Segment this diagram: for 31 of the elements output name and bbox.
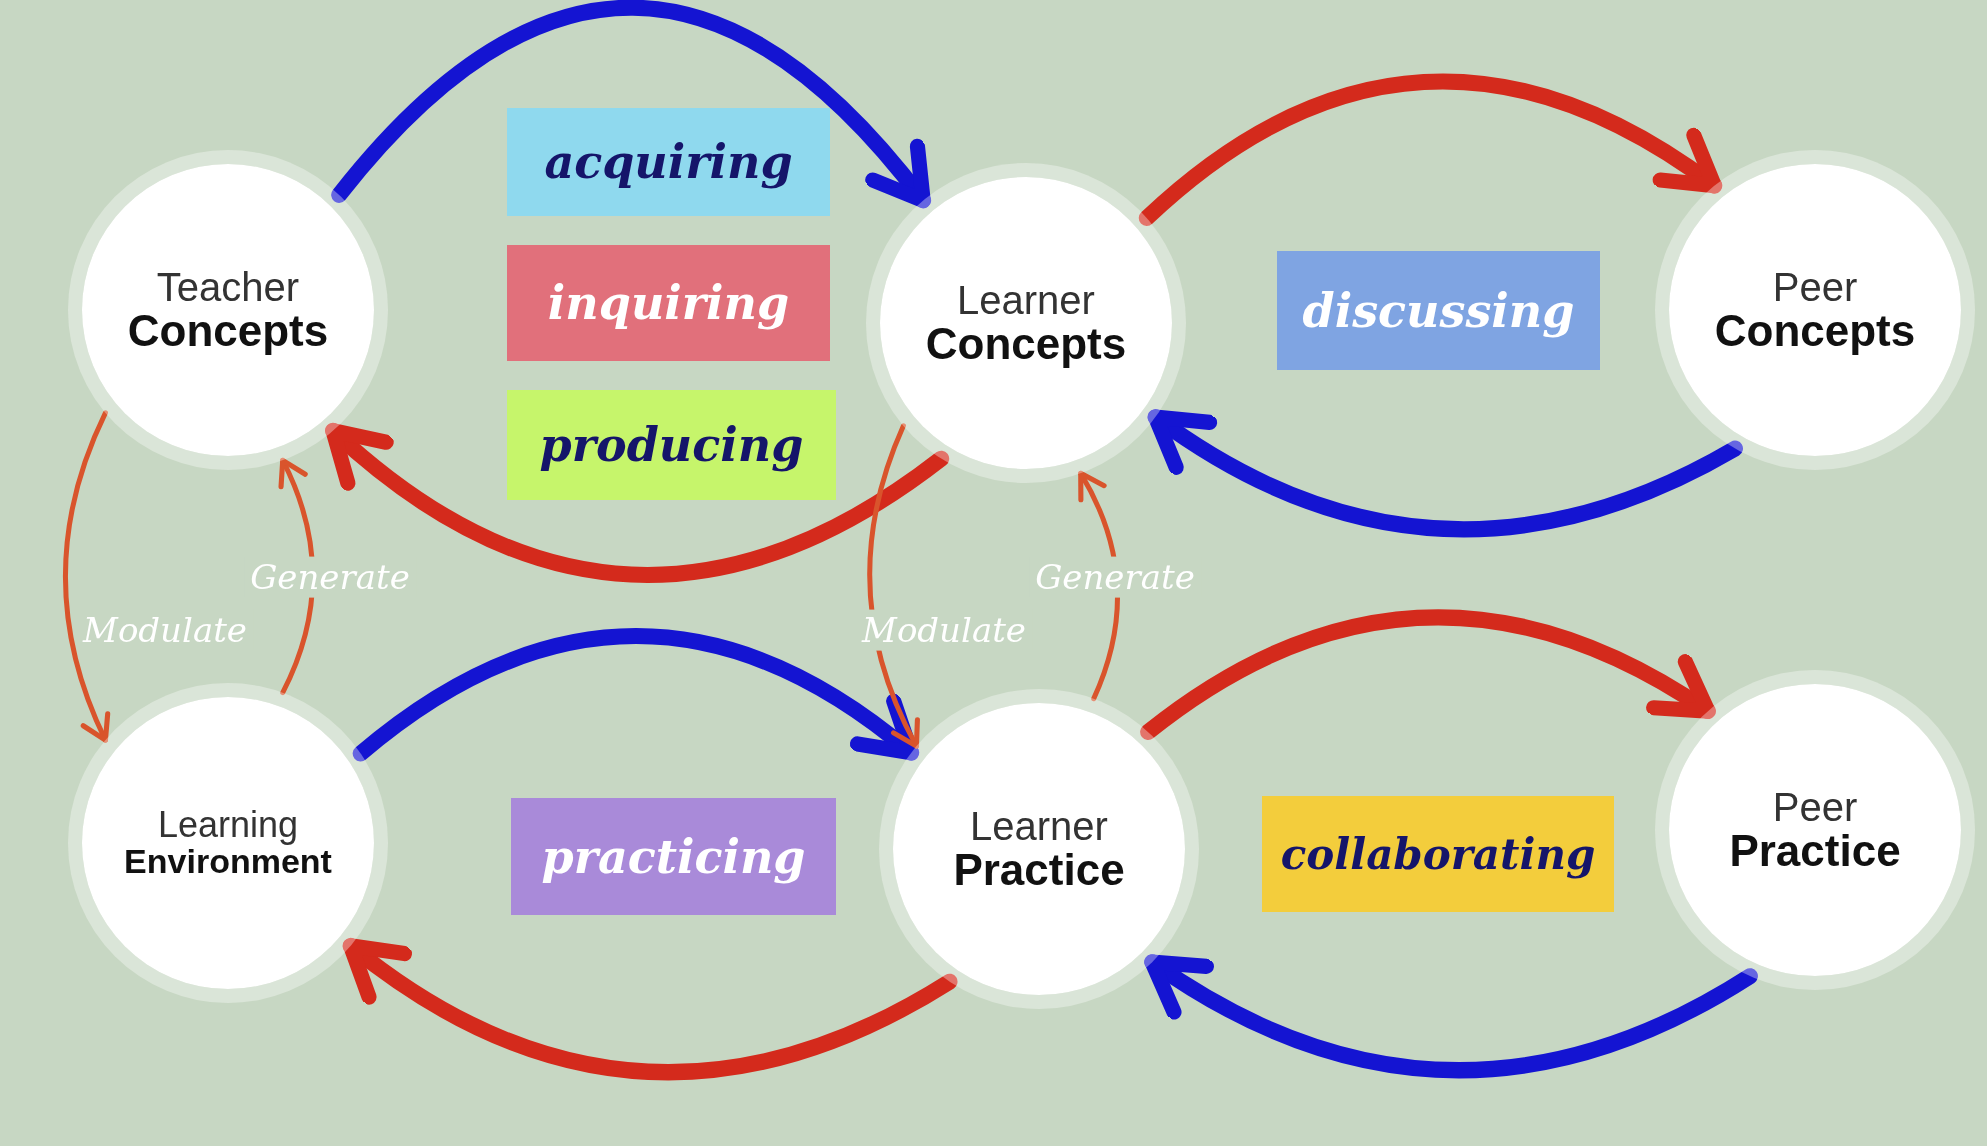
activity-text: acquiring — [544, 135, 793, 189]
curved-arrow — [331, 0, 932, 209]
circle-title: Environment — [124, 844, 332, 880]
activity-label — [1262, 796, 1614, 912]
curved-arrow — [342, 937, 958, 1080]
curved-arrow — [867, 423, 921, 749]
activity-label — [507, 108, 830, 216]
activity-label — [507, 245, 830, 361]
circle-heading: Peer — [1772, 785, 1858, 828]
circle-title: Concepts — [1714, 307, 1916, 355]
activity-text: practicing — [541, 829, 806, 884]
curved-arrow — [324, 422, 950, 583]
circle-title: Practice — [1729, 827, 1901, 875]
circle-heading: Learning — [157, 806, 299, 845]
activity-text: producing — [539, 418, 804, 472]
activity-text: collaborating — [1280, 829, 1596, 879]
circle-title: Concepts — [127, 307, 329, 355]
curved-arrow — [1140, 609, 1716, 740]
circle-heading: Peer — [1772, 265, 1858, 308]
circle-heading: Learner — [970, 804, 1108, 847]
activity-label — [511, 798, 836, 915]
curved-arrow — [62, 410, 112, 743]
activity-label — [1277, 251, 1600, 370]
activity-label — [507, 390, 836, 500]
circle-title: Concepts — [925, 320, 1127, 368]
circle-title: Practice — [953, 846, 1125, 894]
circle-heading: Teacher — [156, 265, 300, 308]
activity-text: discussing — [1302, 283, 1575, 338]
circle-heading: Learner — [957, 278, 1095, 321]
curved-arrow — [1144, 954, 1758, 1079]
activity-text: inquiring — [547, 276, 790, 330]
